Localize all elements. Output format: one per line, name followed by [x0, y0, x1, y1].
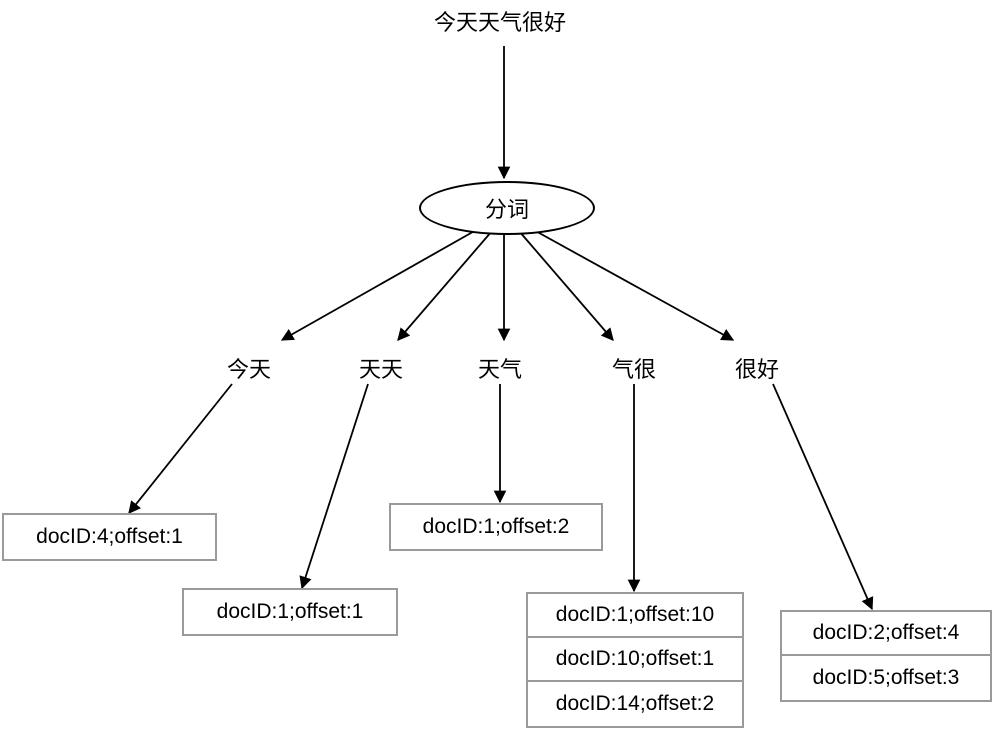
tiantian-to-posting: [299, 383, 369, 590]
term-label-qihen: 气很: [612, 357, 657, 382]
posting-list-henhao: docID:2;offset:4 docID:5;offset:3: [780, 610, 992, 702]
term-label-henhao: 很好: [735, 357, 780, 382]
posting-row: docID:1;offset:2: [422, 515, 570, 538]
posting-row: docID:1;offset:1: [216, 600, 364, 623]
posting-row: docID:5;offset:3: [812, 666, 960, 689]
processor-to-tiantian: [397, 230, 493, 341]
term-label-tiantian: 天天: [359, 357, 404, 382]
posting-row: docID:10;offset:1: [528, 638, 742, 682]
posting-row: docID:1;offset:10: [528, 594, 742, 638]
posting-list-tianqi: docID:1;offset:2: [389, 503, 603, 551]
posting-list-qihen: docID:1;offset:10 docID:10;offset:1 docI…: [526, 592, 744, 728]
segmentation-node: 分词: [419, 181, 595, 235]
posting-row: docID:2;offset:4: [782, 612, 990, 656]
processor-to-jintian: [280, 228, 479, 341]
processor-to-qihen: [518, 230, 614, 341]
henhao-to-posting: [772, 383, 874, 611]
processor-to-henhao: [531, 228, 735, 341]
segmentation-node-label: 分词: [484, 197, 529, 222]
query-title: 今天天气很好: [434, 10, 567, 35]
posting-row: docID:14;offset:2: [555, 692, 715, 715]
posting-list-tiantian: docID:1;offset:1: [182, 588, 398, 636]
jintian-to-posting: [128, 383, 233, 514]
posting-row: docID:4;offset:1: [36, 525, 183, 548]
term-label-tianqi: 天气: [478, 357, 523, 382]
posting-list-jintian: docID:4;offset:1: [2, 513, 217, 561]
term-label-jintian: 今天: [227, 357, 272, 382]
